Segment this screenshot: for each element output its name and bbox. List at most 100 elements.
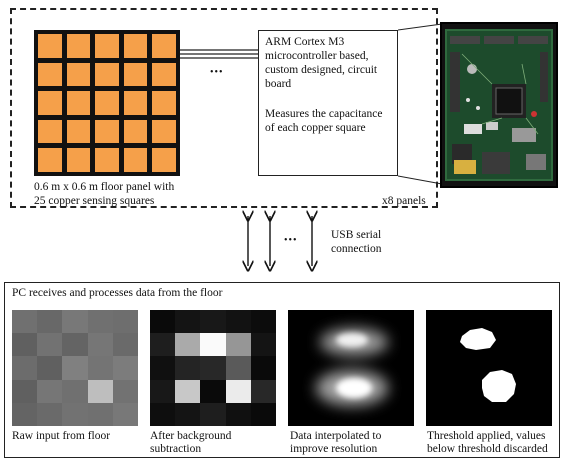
connector-ellipsis: ••• bbox=[210, 67, 224, 78]
copper-square bbox=[152, 34, 176, 58]
pc-title: PC receives and processes data from the … bbox=[12, 287, 223, 299]
circuit-board-photo bbox=[445, 29, 553, 181]
subtracted-cell bbox=[175, 310, 201, 334]
board-description-box bbox=[258, 30, 398, 176]
subtracted-cell bbox=[225, 379, 251, 403]
usb-ellipsis: ••• bbox=[284, 235, 298, 246]
raw-input-cell bbox=[12, 333, 38, 357]
raw-input-cell bbox=[37, 402, 63, 426]
usb-arrows bbox=[228, 210, 338, 272]
usb-label-line-1: USB serial bbox=[331, 229, 382, 241]
floor-panel-grid bbox=[34, 30, 180, 176]
copper-square bbox=[38, 119, 62, 144]
threshold-blob-lower bbox=[482, 370, 516, 402]
stage4-caption-1: Threshold applied, values bbox=[427, 430, 546, 442]
panels-count-label: x8 panels bbox=[382, 195, 426, 207]
subtracted-cell bbox=[250, 356, 276, 380]
board-line-6: of each copper square bbox=[265, 122, 366, 134]
board-line-2: microcontroller based, bbox=[265, 50, 369, 62]
raw-input-cell bbox=[112, 379, 138, 403]
copper-square bbox=[95, 34, 119, 58]
subtracted-cell bbox=[175, 379, 201, 403]
interpolated-image bbox=[288, 310, 414, 426]
copper-square bbox=[38, 34, 62, 58]
raw-input-cell bbox=[87, 310, 113, 334]
copper-square bbox=[38, 91, 62, 115]
copper-square bbox=[66, 148, 91, 172]
circuit-board-photo-frame bbox=[440, 22, 558, 188]
subtracted-cell bbox=[200, 333, 226, 357]
subtracted-cell bbox=[150, 356, 176, 380]
subtracted-cell bbox=[150, 402, 176, 426]
copper-square bbox=[95, 62, 119, 87]
board-to-photo-lines bbox=[398, 23, 443, 185]
raw-input-cell bbox=[62, 333, 88, 357]
subtracted-cell bbox=[200, 356, 226, 380]
copper-square bbox=[66, 62, 91, 87]
copper-square bbox=[123, 119, 148, 144]
copper-square bbox=[95, 91, 119, 115]
copper-square bbox=[123, 148, 148, 172]
pc-processing-box bbox=[4, 282, 560, 458]
subtracted-cell bbox=[250, 333, 276, 357]
copper-square bbox=[152, 91, 176, 115]
raw-input-cell bbox=[12, 379, 38, 403]
copper-square bbox=[95, 148, 119, 172]
board-line-5: Measures the capacitance bbox=[265, 108, 383, 120]
subtracted-cell bbox=[225, 402, 251, 426]
subtracted-cell bbox=[250, 310, 276, 334]
subtracted-cell bbox=[200, 402, 226, 426]
subtracted-cell bbox=[225, 310, 251, 334]
stage3-caption-2: improve resolution bbox=[290, 443, 378, 455]
stage1-caption: Raw input from floor bbox=[12, 430, 111, 442]
subtracted-cell bbox=[225, 333, 251, 357]
threshold-blob-upper bbox=[460, 328, 496, 350]
raw-input-cell bbox=[87, 379, 113, 403]
subtracted-cell bbox=[150, 310, 176, 334]
floor-panel-caption-2: 25 copper sensing squares bbox=[34, 195, 155, 207]
subtracted-cell bbox=[175, 333, 201, 357]
subtracted-cell bbox=[200, 310, 226, 334]
copper-square bbox=[152, 119, 176, 144]
board-line-3: custom designed, circuit bbox=[265, 64, 378, 76]
copper-square bbox=[123, 91, 148, 115]
raw-input-cell bbox=[87, 356, 113, 380]
raw-input-cell bbox=[12, 356, 38, 380]
raw-input-cell bbox=[112, 333, 138, 357]
raw-input-cell bbox=[62, 310, 88, 334]
raw-input-cell bbox=[37, 379, 63, 403]
subtracted-cell bbox=[250, 379, 276, 403]
panel-connector-lines bbox=[180, 49, 258, 59]
raw-input-image bbox=[12, 310, 138, 426]
raw-input-cell bbox=[12, 310, 38, 334]
raw-input-cell bbox=[62, 402, 88, 426]
copper-square bbox=[95, 119, 119, 144]
stage2-caption-1: After background bbox=[150, 430, 232, 442]
raw-input-cell bbox=[112, 356, 138, 380]
subtracted-cell bbox=[175, 402, 201, 426]
raw-input-cell bbox=[87, 333, 113, 357]
subtracted-cell bbox=[200, 379, 226, 403]
copper-square bbox=[123, 62, 148, 87]
raw-input-cell bbox=[112, 310, 138, 334]
raw-input-cell bbox=[87, 402, 113, 426]
background-subtracted-image bbox=[150, 310, 276, 426]
stage3-caption-1: Data interpolated to bbox=[290, 430, 382, 442]
copper-square bbox=[66, 34, 91, 58]
board-line-4: board bbox=[265, 78, 292, 90]
copper-square bbox=[38, 62, 62, 87]
floor-panel-box bbox=[10, 8, 438, 208]
copper-squares bbox=[38, 34, 176, 172]
copper-square bbox=[66, 119, 91, 144]
subtracted-cell bbox=[250, 402, 276, 426]
usb-label-line-2: connection bbox=[331, 243, 382, 255]
raw-input-cell bbox=[62, 379, 88, 403]
subtracted-cell bbox=[175, 356, 201, 380]
raw-input-cell bbox=[37, 333, 63, 357]
copper-square bbox=[123, 34, 148, 58]
copper-square bbox=[152, 148, 176, 172]
raw-input-cell bbox=[62, 356, 88, 380]
raw-input-cell bbox=[12, 402, 38, 426]
copper-square bbox=[152, 62, 176, 87]
stage4-caption-2: below threshold discarded bbox=[427, 443, 548, 455]
